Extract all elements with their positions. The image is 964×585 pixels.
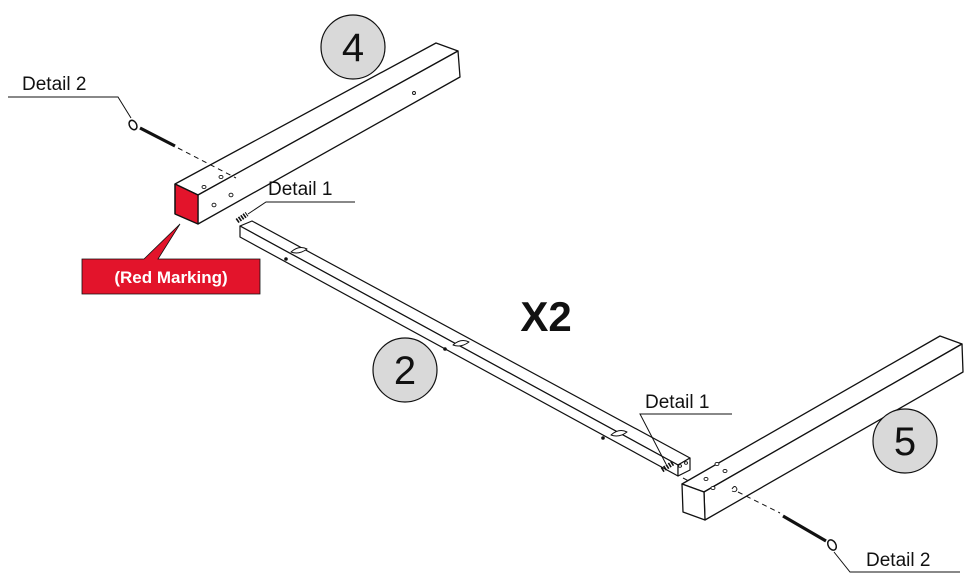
part-2-number: 2 (394, 349, 416, 393)
detail-1-right-label: Detail 1 (645, 392, 709, 413)
detail-1-left-label: Detail 1 (268, 179, 332, 200)
red-marking-callout: (Red Marking) (81, 223, 261, 295)
detail-1-left-callout: Detail 1 (247, 179, 355, 215)
screw-detail-2-bottom (737, 491, 838, 551)
leg-4-hole (218, 174, 224, 180)
leg-5 (681, 335, 964, 521)
detail-2-bottom-callout: Detail 2 (833, 550, 960, 573)
part-5-callout: 5 (872, 408, 938, 474)
dowel-left (235, 211, 249, 224)
rail-2 (239, 220, 691, 477)
detail-2-top-label: Detail 2 (22, 74, 86, 95)
part-4-number: 4 (342, 26, 364, 70)
pocket-hole (452, 340, 470, 347)
leg-4-hole (211, 202, 217, 208)
part-2-callout: 2 (372, 337, 438, 403)
detail-2-top-callout: Detail 2 (8, 74, 132, 119)
pocket-hole (610, 430, 628, 437)
pocket-hole (290, 247, 308, 254)
leg-4-hole (201, 184, 207, 190)
detail-1-right-callout: Detail 1 (639, 392, 732, 465)
rail-2-side-face (239, 225, 679, 477)
leg-4-hole (228, 192, 234, 198)
dowel-right (660, 460, 675, 473)
leg-4-hole (412, 91, 416, 95)
leg-5-mark (731, 486, 738, 493)
quantity-label: X2 (520, 293, 571, 340)
part-5-number: 5 (894, 420, 916, 464)
leg-4 (174, 42, 461, 225)
screw-detail-2-top (128, 119, 237, 179)
part-4-callout: 4 (320, 14, 386, 80)
leg-4-top-face (174, 42, 459, 196)
detail-2-bottom-label: Detail 2 (866, 550, 930, 571)
leg-5-end-face (681, 483, 706, 521)
red-marking-label: (Red Marking) (114, 268, 227, 287)
